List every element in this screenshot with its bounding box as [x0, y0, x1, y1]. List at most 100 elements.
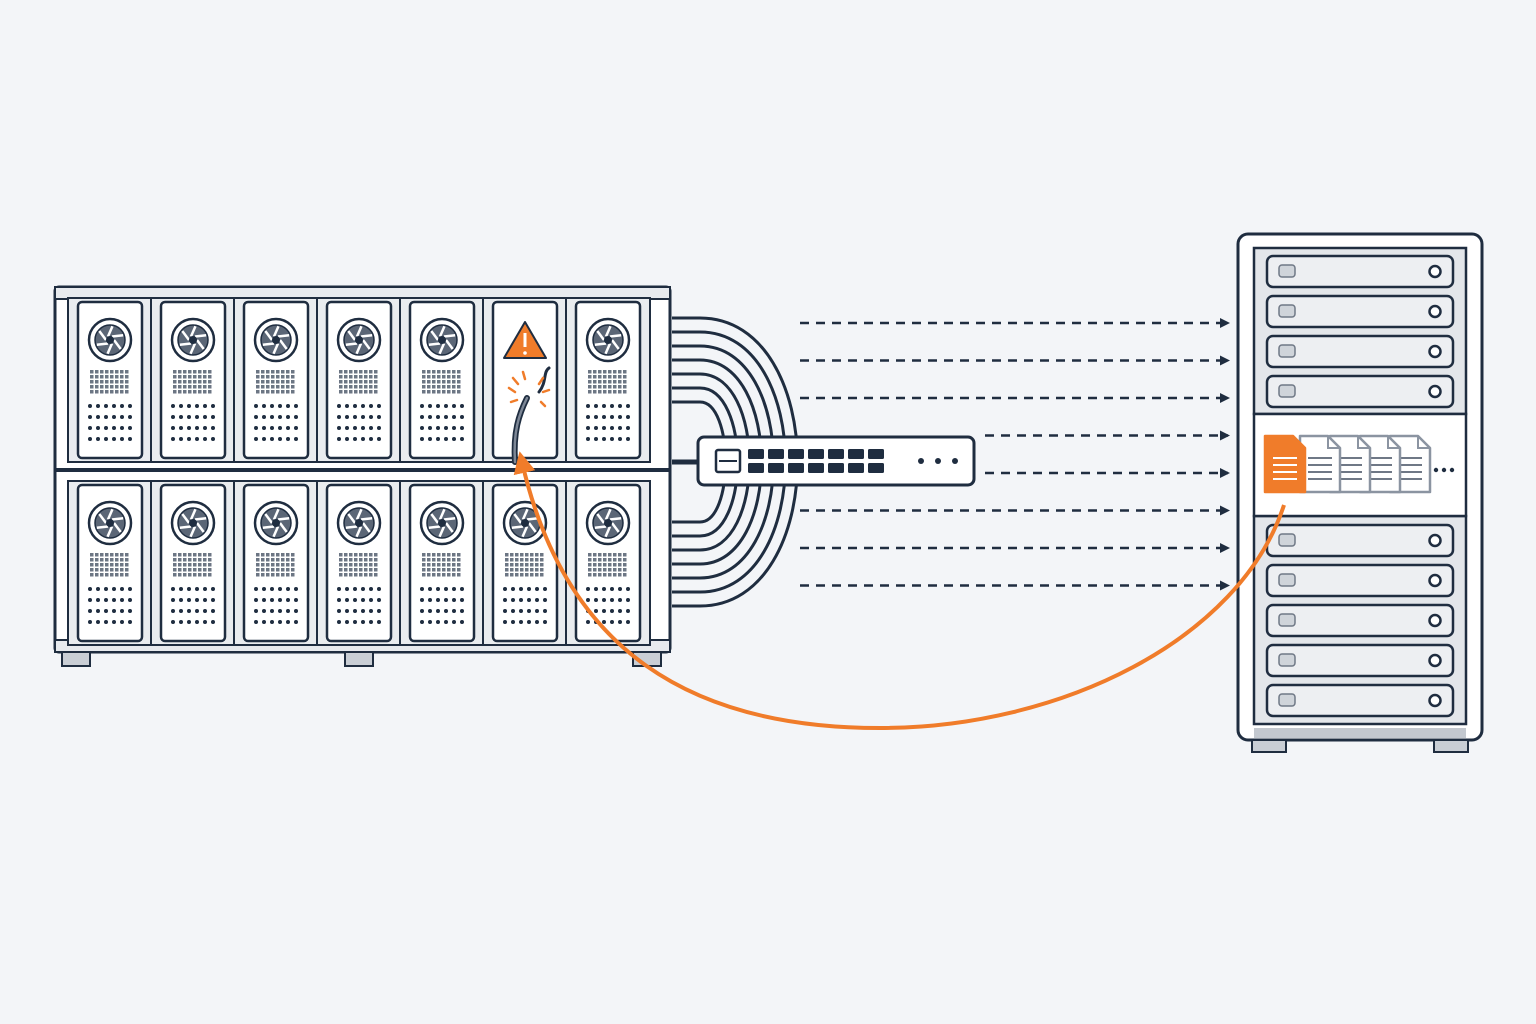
vent-hole — [359, 375, 363, 379]
status-led — [179, 598, 183, 602]
vent-hole — [374, 563, 378, 567]
compute-node — [482, 480, 568, 646]
vent-hole — [271, 390, 275, 394]
vent-hole — [520, 568, 524, 572]
vent-hole — [432, 573, 436, 577]
fan-blade — [610, 522, 620, 533]
status-led — [294, 620, 298, 624]
compute-node — [399, 297, 485, 463]
vent-hole — [276, 553, 280, 557]
status-led — [345, 415, 349, 419]
status-led — [88, 404, 92, 408]
vent-hole — [339, 385, 343, 389]
fan-blade — [345, 342, 358, 347]
status-led — [337, 426, 341, 430]
vent-hole — [447, 568, 451, 572]
drive-tray — [1265, 254, 1455, 289]
fan-hub — [106, 519, 114, 527]
fan-blade — [443, 516, 456, 521]
status-led — [286, 415, 290, 419]
vent-hole — [344, 385, 348, 389]
status-led — [187, 437, 191, 441]
vent-hole — [374, 558, 378, 562]
vent-hole — [281, 390, 285, 394]
vent-hole — [593, 553, 597, 557]
status-led — [377, 415, 381, 419]
vent-hole — [593, 370, 597, 374]
vent-hole — [261, 385, 265, 389]
vent-hole — [588, 563, 592, 567]
vent-hole — [422, 573, 426, 577]
vent-hole — [256, 385, 260, 389]
compute-rack — [53, 285, 672, 667]
vent-hole — [432, 568, 436, 572]
server-foot — [1251, 739, 1287, 753]
vent-hole — [422, 385, 426, 389]
vent-hole — [593, 563, 597, 567]
vent-hole — [110, 375, 114, 379]
fan-blade — [98, 330, 108, 341]
status-led — [112, 598, 116, 602]
vent-hole — [188, 375, 192, 379]
vent-hole — [281, 568, 285, 572]
compute-node — [67, 480, 153, 646]
fan-hub — [355, 336, 363, 344]
spark — [537, 376, 545, 386]
status-led — [369, 620, 373, 624]
status-led — [171, 437, 175, 441]
status-led — [96, 404, 100, 408]
vent-hole — [173, 553, 177, 557]
status-led — [535, 620, 539, 624]
drive-tray — [1265, 603, 1455, 638]
vent-hole — [374, 385, 378, 389]
vent-hole — [100, 390, 104, 394]
status-led — [420, 598, 424, 602]
status-led — [444, 609, 448, 613]
vent-hole — [354, 573, 358, 577]
vent-hole — [437, 568, 441, 572]
vent-hole — [281, 375, 285, 379]
status-led — [353, 620, 357, 624]
vent-hole — [588, 553, 592, 557]
file-more-dot — [1433, 467, 1439, 473]
status-led — [444, 426, 448, 430]
vent-hole — [369, 558, 373, 562]
vent-hole — [437, 385, 441, 389]
vent-hole — [530, 573, 534, 577]
switch-port — [808, 449, 824, 459]
vent-hole — [178, 370, 182, 374]
status-led — [96, 415, 100, 419]
vent-hole — [452, 558, 456, 562]
drive-latch — [1278, 613, 1296, 627]
network-switch-icon — [696, 435, 976, 487]
document-fold — [1417, 436, 1430, 449]
vent-hole — [291, 390, 295, 394]
vent-hole — [173, 573, 177, 577]
vent-hole — [613, 558, 617, 562]
drive-tray — [1265, 563, 1455, 598]
status-led — [112, 437, 116, 441]
vent-hole — [588, 380, 592, 384]
vent-hole — [623, 563, 627, 567]
vent-hole — [276, 563, 280, 567]
vent-hole — [90, 370, 94, 374]
fan-blade — [96, 342, 109, 347]
status-led — [171, 426, 175, 430]
vent-hole — [442, 563, 446, 567]
status-led — [444, 587, 448, 591]
vent-hole — [369, 390, 373, 394]
vent-hole — [95, 385, 99, 389]
vent-hole — [452, 553, 456, 557]
status-led — [262, 620, 266, 624]
fan-blade — [527, 522, 537, 533]
vent-hole — [95, 553, 99, 557]
vent-hole — [120, 573, 124, 577]
status-led — [104, 609, 108, 613]
status-led — [610, 620, 614, 624]
fan-blade — [609, 516, 622, 521]
status-led — [436, 415, 440, 419]
vent-hole — [344, 568, 348, 572]
vent-hole — [364, 558, 368, 562]
status-led — [112, 587, 116, 591]
vent-hole — [271, 573, 275, 577]
